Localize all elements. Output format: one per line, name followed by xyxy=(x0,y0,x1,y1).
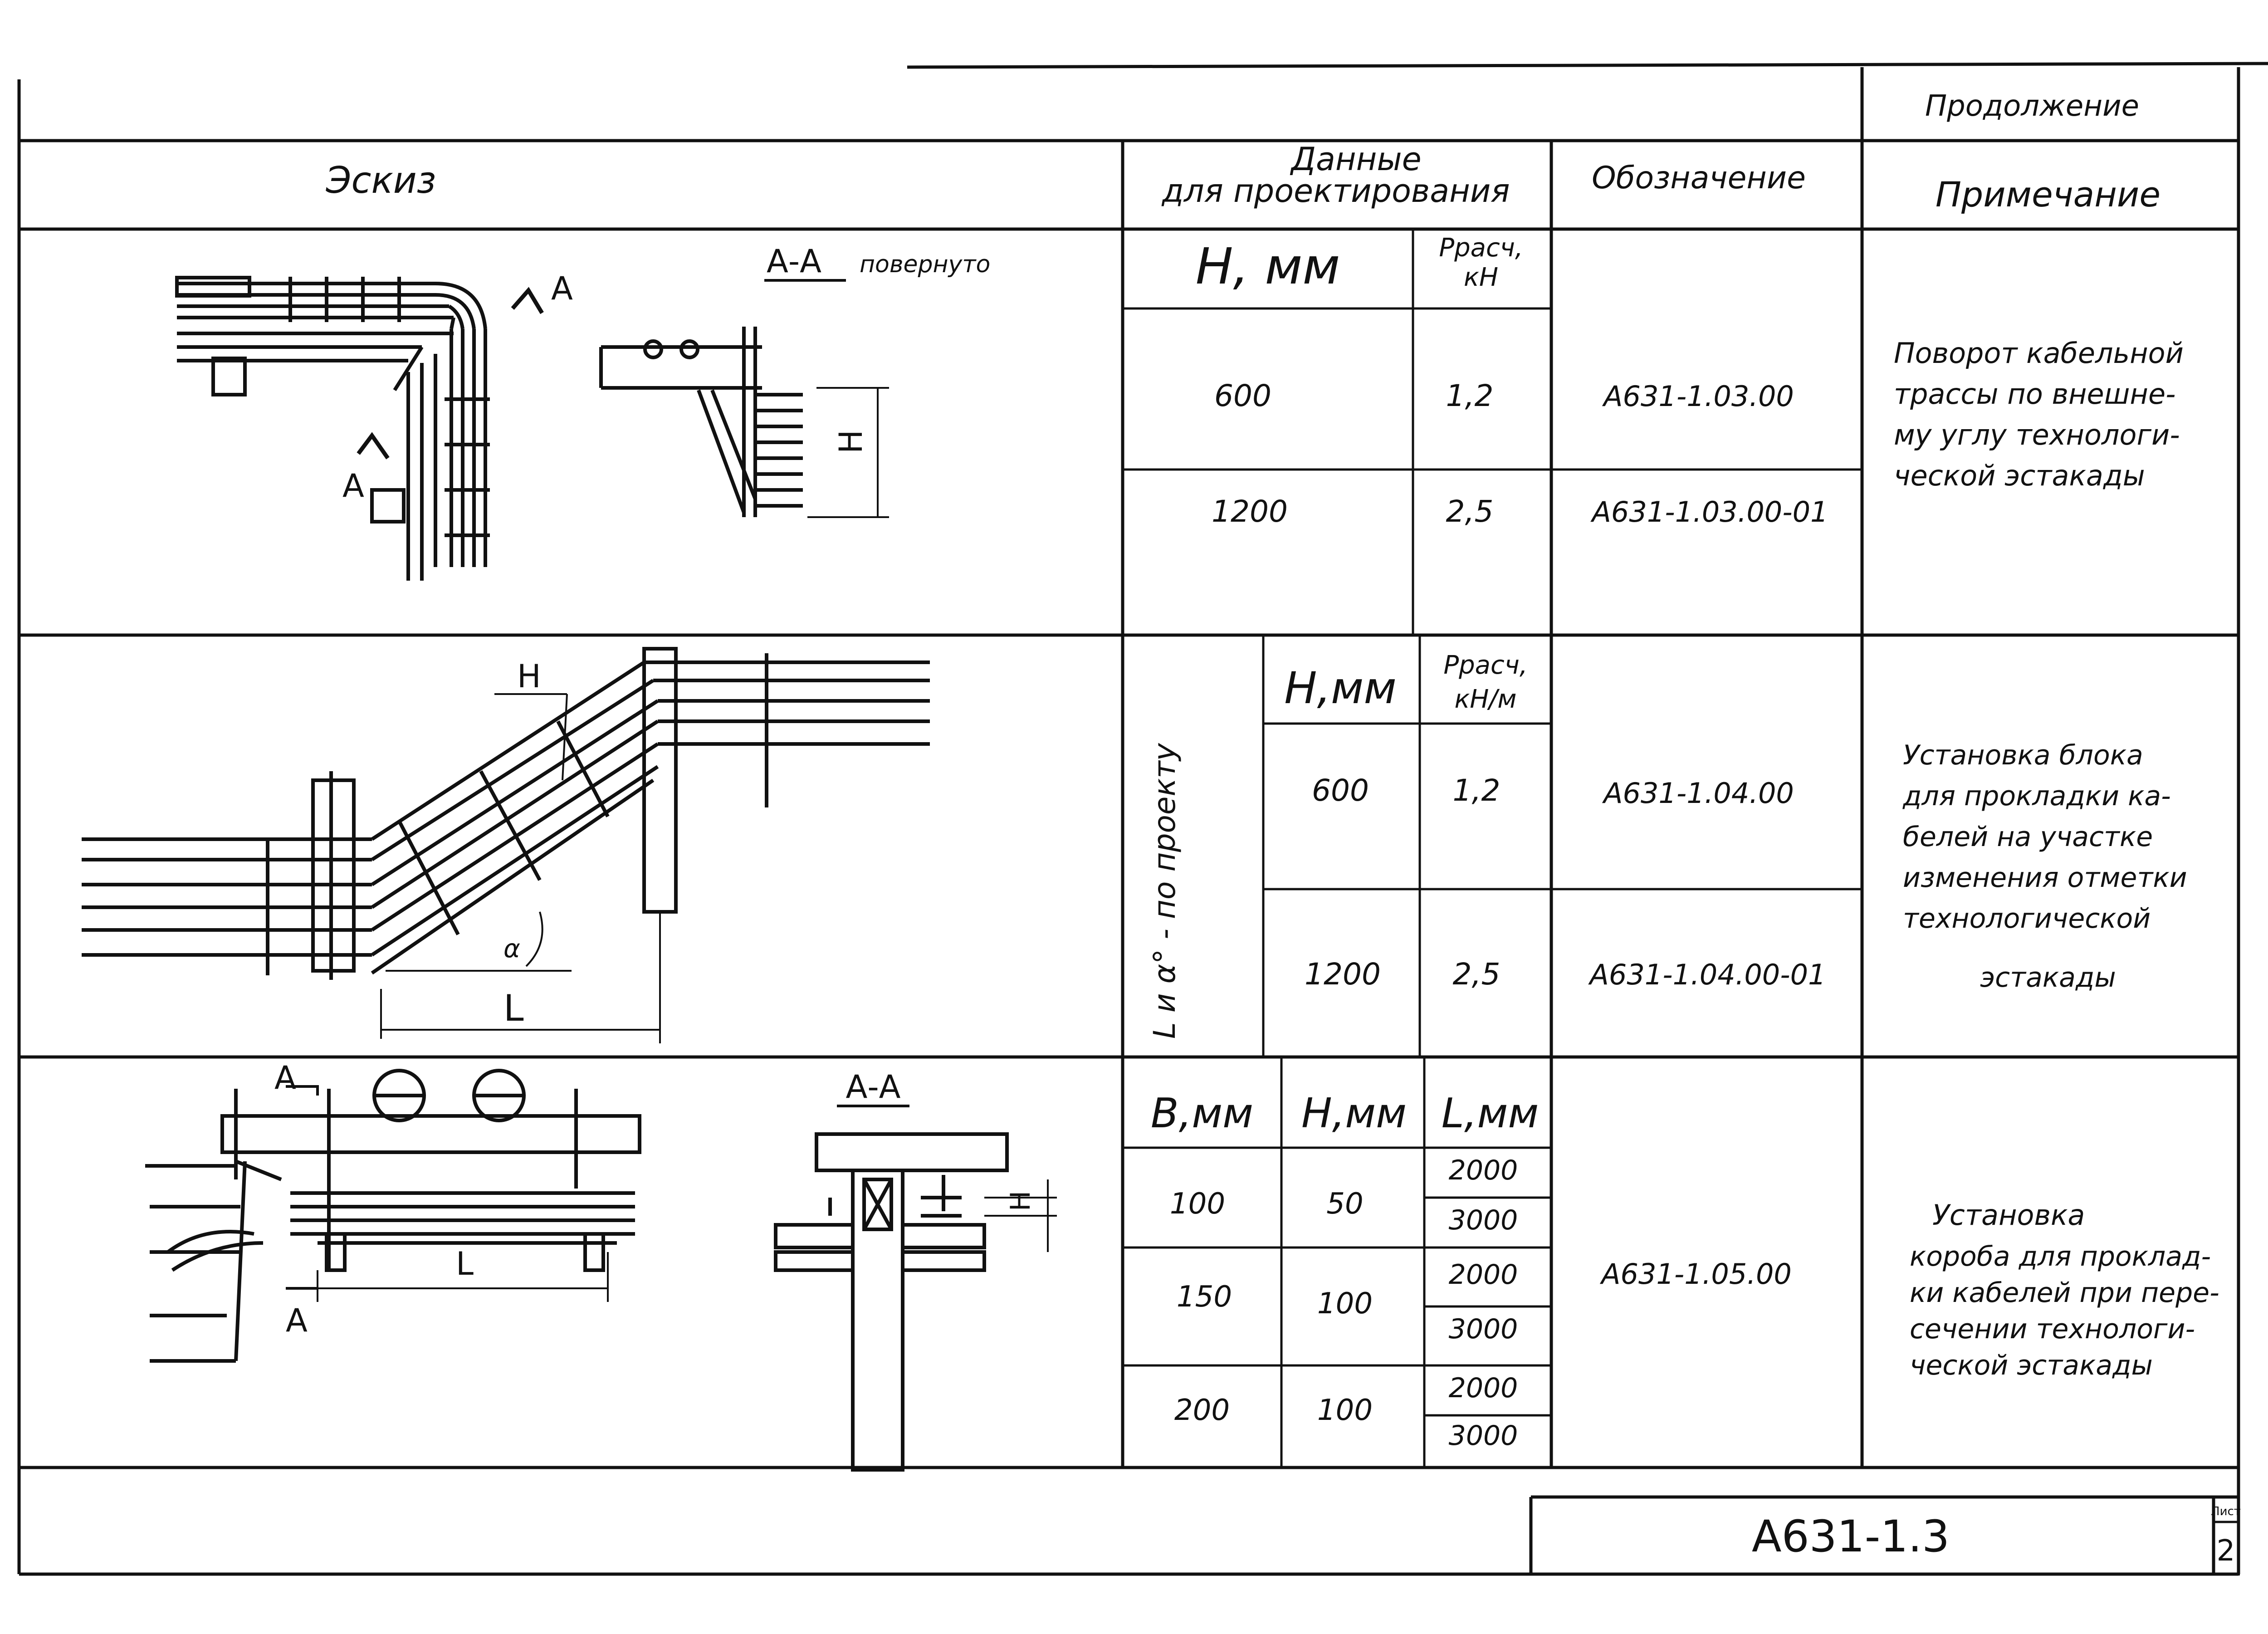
sheet-number-box xyxy=(2212,1496,2240,1575)
row3-h-value-3: 100 xyxy=(1317,1394,1373,1427)
row1-h-header: Н, мм xyxy=(1196,237,1340,295)
svg-text:Установка: Установка xyxy=(1932,1199,2085,1232)
row3-note: Установка короба для проклад- ки кабелей… xyxy=(1910,1199,2219,1381)
row3-b-value-2: 150 xyxy=(1177,1280,1232,1314)
sheet-number: 2 xyxy=(2217,1534,2235,1568)
row2-p-header-line2: кН/м xyxy=(1454,685,1516,714)
table-frame xyxy=(17,62,2268,1576)
table-inner-lines xyxy=(1123,229,1862,1468)
svg-text:эстакады: эстакады xyxy=(1980,962,2116,993)
row2-side-label: L и α° - по проекту xyxy=(1147,743,1182,1039)
row3-h-header: Н,мм xyxy=(1301,1090,1407,1137)
row1-h-value-1: 600 xyxy=(1214,378,1271,413)
row3-section-mark-top: А xyxy=(274,1059,296,1096)
row3-l-value-1a: 2000 xyxy=(1449,1155,1518,1186)
row1-code-2: А631-1.03.00-01 xyxy=(1590,495,1828,528)
row1-section-mark-top: А xyxy=(551,270,573,307)
svg-text:трассы по внешне-: трассы по внешне- xyxy=(1894,377,2175,411)
row1-section-note: повернуто xyxy=(860,251,990,278)
design-data-header-line1: Данные xyxy=(1290,141,1421,178)
row1-p-header-line1: Ррасч, xyxy=(1439,233,1523,263)
svg-text:изменения отметки: изменения отметки xyxy=(1903,862,2187,894)
row2-p-header-line1: Ррасч, xyxy=(1443,651,1527,680)
row2-h-header: Н,мм xyxy=(1284,663,1397,714)
row3-l-value-2a: 2000 xyxy=(1449,1259,1518,1291)
row2-elevation-change-sketch xyxy=(82,647,930,1043)
svg-text:ческой эстакады: ческой эстакады xyxy=(1910,1350,2153,1381)
row1-p-value-2: 2,5 xyxy=(1446,494,1494,529)
row3-dimension-l: L xyxy=(456,1245,474,1282)
row2-h-value-2: 1200 xyxy=(1305,957,1381,992)
row3-l-value-2b: 3000 xyxy=(1449,1313,1518,1345)
row2-p-value-1: 1,2 xyxy=(1453,773,1501,808)
svg-text:Поворот кабельной: Поворот кабельной xyxy=(1894,337,2184,370)
row2-angle-label: α xyxy=(503,934,520,964)
row1-section-view-sketch xyxy=(599,327,889,518)
row3-l-value-1b: 3000 xyxy=(1449,1204,1518,1236)
row3-l-value-3b: 3000 xyxy=(1449,1420,1518,1452)
row1-note: Поворот кабельной трассы по внешне- му у… xyxy=(1894,337,2184,492)
row3-b-value-1: 100 xyxy=(1170,1187,1225,1221)
document-code: А631-1.3 xyxy=(1752,1511,1950,1562)
row2-dimension-h: Н xyxy=(517,658,541,695)
sketch-column-header: Эскиз xyxy=(326,159,436,201)
svg-text:белей на участке: белей на участке xyxy=(1903,821,2153,853)
svg-text:для прокладки ка-: для прокладки ка- xyxy=(1902,780,2171,812)
row1-h-value-2: 1200 xyxy=(1212,494,1288,529)
row3-code: А631-1.05.00 xyxy=(1599,1257,1792,1291)
row3-l-value-3a: 2000 xyxy=(1449,1372,1518,1404)
row3-dimension-h: Н xyxy=(1005,1191,1036,1211)
row3-b-header: В,мм xyxy=(1151,1090,1253,1137)
row1-section-mark-bottom: А xyxy=(342,467,364,504)
row1-section-label: А-А xyxy=(767,243,821,280)
row3-section-mark-bottom: А xyxy=(286,1302,308,1339)
row1-dimension-h: Н xyxy=(832,430,870,454)
row3-h-value-2: 100 xyxy=(1317,1287,1373,1321)
row2-dimension-l: L xyxy=(503,987,524,1029)
row1-corner-plan-sketch xyxy=(175,276,544,581)
svg-text:Установка блока: Установка блока xyxy=(1903,739,2143,771)
continuation-label: Продолжение xyxy=(1925,89,2139,123)
row3-crossing-box-sketch xyxy=(145,1069,1057,1472)
note-header: Примечание xyxy=(1936,174,2160,215)
svg-text:технологической: технологической xyxy=(1903,903,2151,934)
design-data-header-line2: для проектирования xyxy=(1162,172,1510,210)
row3-h-value-1: 50 xyxy=(1326,1187,1363,1221)
svg-text:ки кабелей при пере-: ки кабелей при пере- xyxy=(1910,1277,2219,1309)
svg-text:ческой эстакады: ческой эстакады xyxy=(1894,459,2145,492)
row2-code-1: А631-1.04.00 xyxy=(1602,777,1794,810)
row3-b-value-3: 200 xyxy=(1174,1394,1230,1427)
svg-text:му углу технологи-: му углу технологи- xyxy=(1894,418,2180,451)
row1-code-1: А631-1.03.00 xyxy=(1602,380,1794,413)
row1-p-header-line2: кН xyxy=(1464,263,1498,292)
row1-p-value-1: 1,2 xyxy=(1446,378,1494,413)
sheet-label: Лист xyxy=(2211,1505,2241,1518)
svg-text:короба для проклад-: короба для проклад- xyxy=(1910,1241,2211,1272)
row2-p-value-2: 2,5 xyxy=(1453,957,1501,992)
row2-code-2: А631-1.04.00-01 xyxy=(1588,958,1826,991)
designation-header: Обозначение xyxy=(1592,160,1806,196)
svg-text:сечении технологи-: сечении технологи- xyxy=(1910,1313,2195,1345)
row3-section-label: А-А xyxy=(846,1068,900,1106)
row2-note: Установка блока для прокладки ка- белей … xyxy=(1902,739,2187,993)
row3-l-header: L,мм xyxy=(1442,1090,1539,1137)
row2-h-value-1: 600 xyxy=(1312,773,1369,808)
